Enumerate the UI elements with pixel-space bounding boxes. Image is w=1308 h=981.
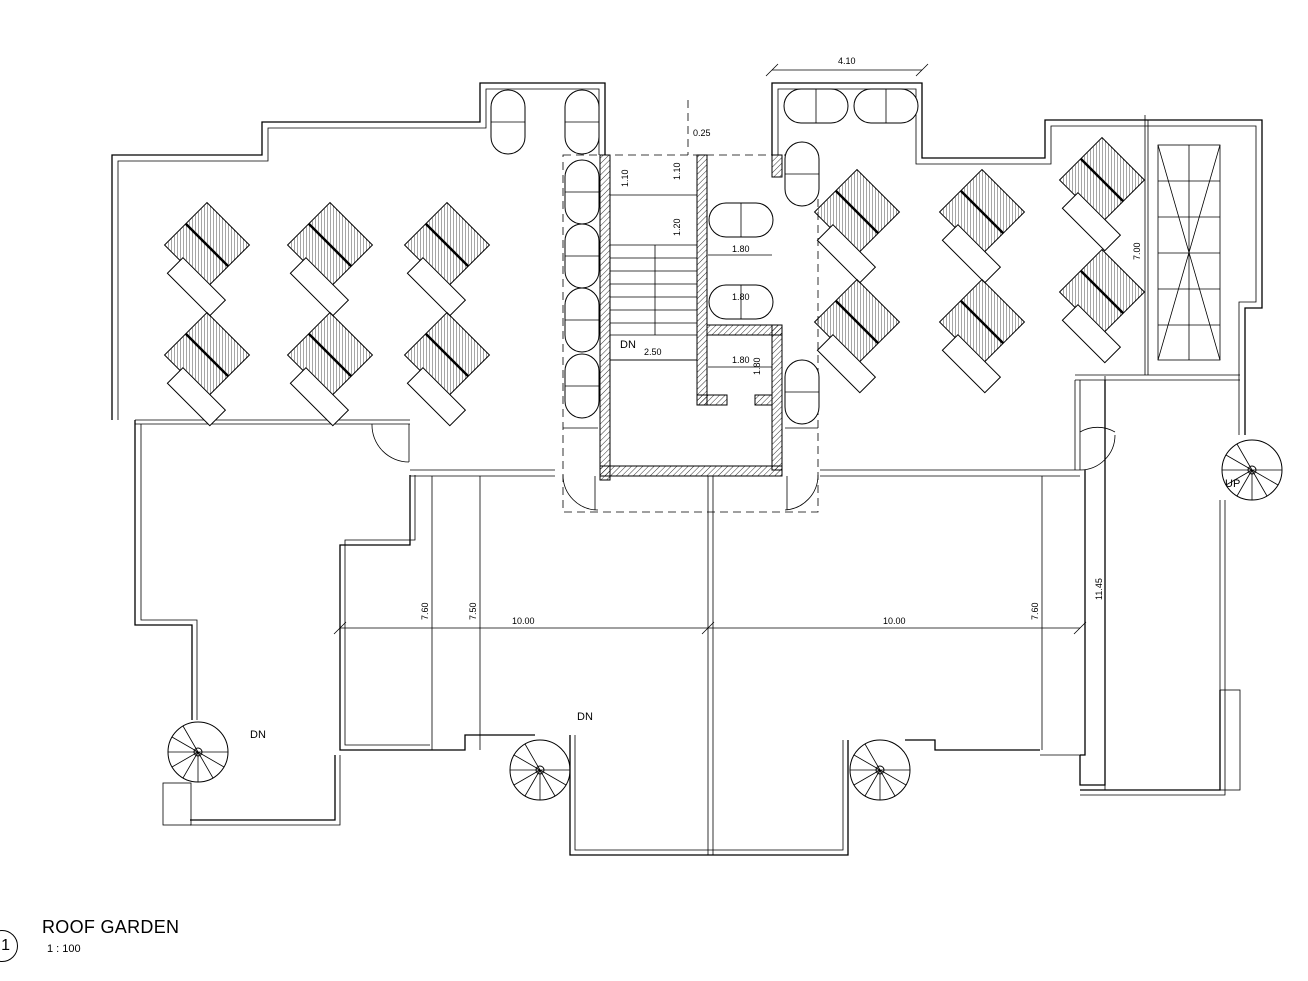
label-dn-stair: DN <box>620 339 636 351</box>
left-roof-outline <box>111 82 606 720</box>
stair-treads <box>610 194 697 361</box>
drawing-title: ROOF GARDEN <box>42 917 180 937</box>
dimension-lines <box>333 63 1149 790</box>
dim-stair-width: 2.50 <box>644 347 662 357</box>
spiral-stairs <box>162 439 1283 826</box>
seating-pod <box>783 88 849 124</box>
dim-d7: 1.80 <box>752 357 762 375</box>
seating-pod <box>853 88 919 124</box>
seating-pod <box>564 89 600 155</box>
seating-pod <box>564 223 600 289</box>
spiral-stair-up <box>1221 439 1283 501</box>
right-roof-outline <box>771 82 1263 470</box>
dim-d4: 1.80 <box>732 244 750 254</box>
stair-core <box>562 100 819 513</box>
seating-pod <box>708 284 774 320</box>
sun-lounger <box>273 201 390 317</box>
dim-d5: 1.80 <box>732 292 750 302</box>
doors <box>371 423 1116 471</box>
spiral-stair-left <box>167 721 229 783</box>
seating-pod <box>564 353 600 419</box>
spiral-stair-right <box>849 739 911 801</box>
dim-d6: 1.80 <box>732 355 750 365</box>
dim-d3: 1.20 <box>672 218 682 236</box>
spiral-stair-center <box>509 739 571 801</box>
seating-pod <box>564 287 600 353</box>
seating-pod <box>564 159 600 225</box>
sun-lounger <box>925 168 1042 284</box>
dim-top-width: 4.10 <box>838 56 856 66</box>
label-dn-left: DN <box>250 729 266 741</box>
dim-left-a: 7.60 <box>420 602 430 620</box>
planter-grid <box>1157 144 1221 361</box>
sun-lounger <box>1045 248 1162 364</box>
sun-loungers <box>150 136 1162 427</box>
seating-pod <box>784 359 820 425</box>
dim-d2: 1.10 <box>672 162 682 180</box>
dim-span-right: 10.00 <box>883 616 906 626</box>
sun-lounger <box>273 311 390 427</box>
label-dn-center: DN <box>577 711 593 723</box>
dim-wall-thickness: 0.25 <box>693 128 711 138</box>
dim-d1: 1.10 <box>620 169 630 187</box>
dim-span-left: 10.00 <box>512 616 535 626</box>
label-up-right: UP <box>1225 478 1240 490</box>
dim-right-height: 7.00 <box>1132 242 1142 260</box>
dim-right-b: 11.45 <box>1094 578 1104 600</box>
drawing-scale: 1 : 100 <box>47 943 81 955</box>
lower-roof-outline <box>190 380 1226 856</box>
seating-pod <box>784 141 820 207</box>
dim-right-a: 7.60 <box>1030 602 1040 620</box>
sun-lounger <box>390 201 507 317</box>
seating-pod <box>708 202 774 238</box>
sun-lounger <box>1045 136 1162 252</box>
sun-lounger <box>925 278 1042 394</box>
sun-lounger <box>390 311 507 427</box>
sun-lounger <box>150 311 267 427</box>
sun-lounger <box>150 201 267 317</box>
dim-left-b: 7.50 <box>468 602 478 620</box>
seating-pod <box>490 89 526 155</box>
